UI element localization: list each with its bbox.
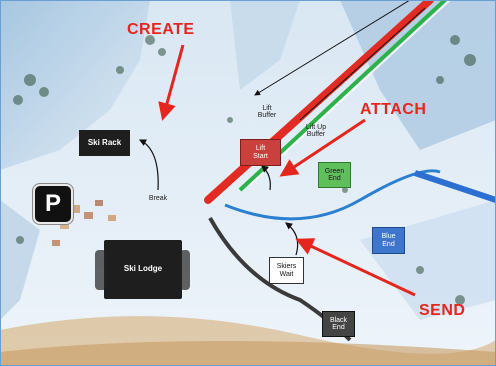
send-arrow: [295, 238, 416, 297]
green-end-label-1: Green: [324, 167, 345, 175]
parking-sign-icon: P: [33, 184, 73, 224]
ski-rack-node: Ski Rack: [79, 130, 130, 156]
lift-start-loop-arrow: [261, 165, 271, 191]
black-end-label-2: End: [332, 324, 345, 331]
attach-callout: ATTACH: [360, 101, 427, 118]
skiers-wait-label-1: Skiers: [276, 263, 297, 271]
skiers-wait-arrow: [285, 222, 299, 256]
blue-pointer-arrow: [414, 170, 496, 203]
break-node: Break: [140, 193, 176, 205]
ski-rack-label: Ski Rack: [87, 137, 122, 147]
blue-end-label-1: Blue: [381, 233, 396, 241]
lift-buffer-arrow: [254, 0, 411, 96]
lift-start-label-1: Lift: [255, 145, 266, 153]
break-label: Break: [148, 195, 168, 203]
green-end-label-2: End: [328, 175, 341, 182]
break-to-ski-rack-arrow: [138, 139, 159, 191]
ski-lodge-node: Ski Lodge: [104, 240, 182, 299]
create-callout: CREATE: [127, 21, 195, 38]
ski-lodge-shadow-right: [180, 250, 190, 290]
lift-up-buffer-label-2: Buffer: [306, 131, 326, 138]
black-end-label-1: Black: [329, 316, 348, 324]
create-arrow: [158, 44, 185, 121]
blue-end-label-2: End: [382, 240, 395, 248]
ski-lodge-shadow: [95, 250, 107, 290]
skiers-wait-node: Skiers Wait: [269, 257, 304, 284]
lift-up-buffer-line: [299, 7, 426, 121]
green-end-node: Green End: [318, 162, 351, 188]
lift-buffer-node: Lift Buffer: [247, 101, 287, 123]
lift-up-buffer-node: Lift Up Buffer: [294, 120, 338, 142]
blue-end-node: Blue End: [372, 227, 405, 254]
black-end-node: Black End: [322, 311, 355, 337]
skiers-wait-label-2: Wait: [279, 270, 294, 278]
lift-up-buffer-label-1: Lift Up: [305, 123, 327, 131]
ski-lodge-label: Ski Lodge: [123, 264, 163, 274]
lift-buffer-label-2: Buffer: [257, 112, 277, 119]
lift-start-node: Lift Start: [240, 139, 281, 166]
lift-start-label-2: Start: [253, 152, 268, 160]
attach-arrow: [279, 118, 366, 177]
lift-buffer-label-1: Lift: [262, 104, 272, 112]
send-callout: SEND: [419, 302, 466, 319]
